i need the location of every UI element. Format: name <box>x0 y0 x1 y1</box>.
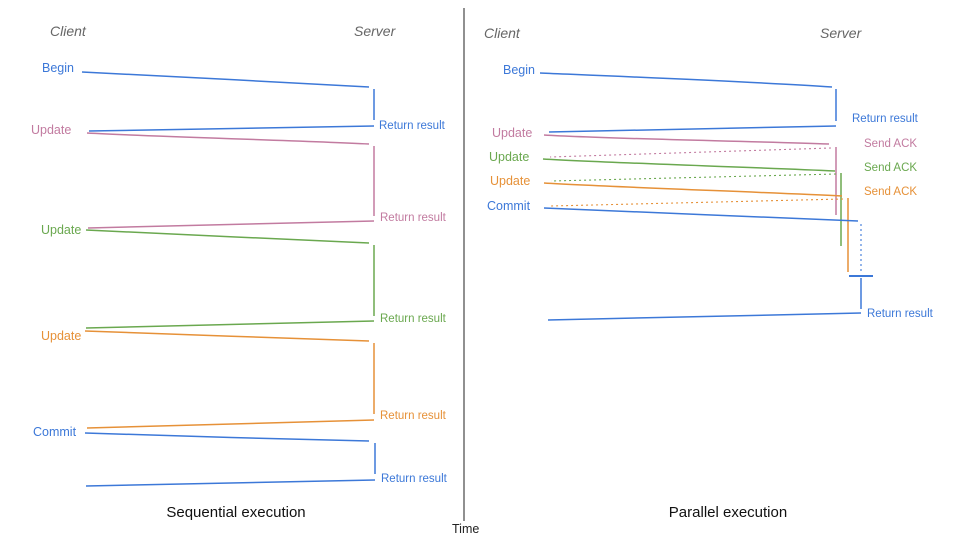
seq-response-label-commit: Return result <box>381 473 447 485</box>
seq-begin-request-line <box>81 71 370 88</box>
par-message-label-update-green: Update <box>489 150 530 164</box>
seq-message-label-commit: Commit <box>33 425 77 439</box>
seq-update2-request-line <box>85 229 370 244</box>
par-update2-request-line <box>542 158 836 172</box>
par-begin-request-line <box>539 72 833 88</box>
seq-update3-response-line <box>86 419 375 429</box>
par-message-label-begin: Begin <box>503 63 535 77</box>
par-update3-request-line <box>543 182 843 197</box>
par-response-label-commit: Return result <box>867 308 933 320</box>
par-update2-ack-line <box>550 173 837 182</box>
seq-begin-response-line <box>88 125 375 132</box>
seq-message-label-update-orange: Update <box>41 329 82 343</box>
seq-update1-response-line <box>87 220 375 229</box>
par-server-header: Server <box>820 25 862 41</box>
parallel-panel-lines <box>539 72 873 321</box>
sequential-panel-lines <box>81 71 376 487</box>
par-commit-response-line <box>547 312 862 321</box>
seq-response-label-begin: Return result <box>379 120 445 132</box>
seq-update1-request-line <box>86 132 370 145</box>
par-message-label-update-pink: Update <box>492 126 533 140</box>
par-update3-ack-line <box>550 198 844 207</box>
seq-server-header: Server <box>354 23 396 39</box>
seq-commit-request-line <box>84 432 370 442</box>
par-ack-label-update-green: Send ACK <box>864 162 918 174</box>
seq-client-header: Client <box>50 23 86 39</box>
par-response-label-begin: Return result <box>852 113 918 125</box>
seq-response-label-update-orange: Return result <box>380 410 446 422</box>
seq-update3-request-line <box>84 330 370 342</box>
seq-message-label-begin: Begin <box>42 61 74 75</box>
sequential-caption: Sequential execution <box>166 504 306 521</box>
par-message-label-update-orange: Update <box>490 174 531 188</box>
seq-message-label-update-green: Update <box>41 223 82 237</box>
seq-response-label-update-green: Return result <box>380 313 446 325</box>
par-commit-request-line <box>543 207 859 222</box>
seq-response-label-update-pink: Return result <box>380 212 446 224</box>
parallel-caption: Parallel execution <box>668 504 788 521</box>
par-ack-label-update-pink: Send ACK <box>864 138 918 150</box>
seq-message-label-update-pink: Update <box>31 123 72 137</box>
par-message-label-commit: Commit <box>487 199 531 213</box>
seq-commit-response-line <box>85 479 376 487</box>
time-axis-label: Time <box>452 522 480 536</box>
par-client-header: Client <box>484 25 520 41</box>
par-begin-response-line <box>548 125 837 133</box>
seq-update2-response-line <box>85 320 375 329</box>
par-update1-request-line <box>543 134 830 145</box>
par-update1-ack-line <box>549 147 832 158</box>
par-ack-label-update-orange: Send ACK <box>864 186 918 198</box>
